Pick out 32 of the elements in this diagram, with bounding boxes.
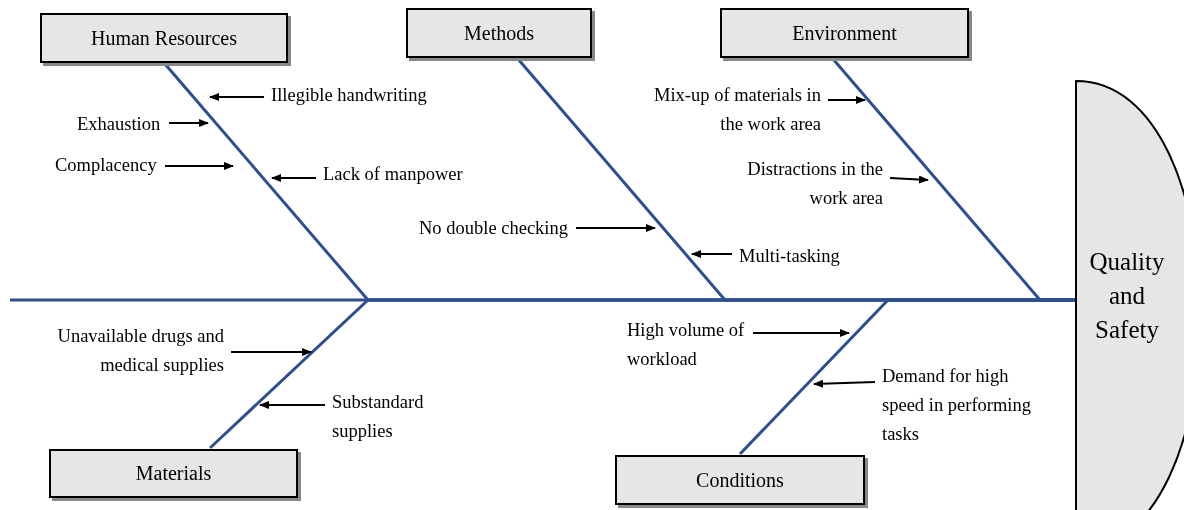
effect-label: Quality and Safety bbox=[1088, 247, 1166, 345]
arrow bbox=[271, 174, 317, 182]
fish-head bbox=[1075, 80, 1184, 510]
arrow bbox=[168, 119, 209, 127]
cause-label: Complacency bbox=[55, 151, 158, 180]
arrow bbox=[575, 224, 656, 232]
arrow bbox=[889, 175, 929, 184]
category-box: Environment bbox=[720, 8, 969, 58]
cause-label: Distractions in the work area bbox=[746, 155, 883, 213]
arrow bbox=[164, 162, 234, 170]
cause-label: No double checking bbox=[419, 214, 569, 243]
cause-label: Unavailable drugs and medical supplies bbox=[56, 322, 224, 380]
fish-bone bbox=[738, 298, 1075, 456]
arrow bbox=[813, 379, 876, 388]
cause-label: Demand for high speed in performing tasks bbox=[882, 362, 1032, 449]
arrow bbox=[827, 96, 866, 104]
arrow bbox=[209, 93, 265, 101]
cause-label: Illegible handwriting bbox=[271, 81, 428, 110]
arrow bbox=[691, 250, 733, 258]
category-box: Conditions bbox=[615, 455, 865, 505]
arrow bbox=[230, 348, 312, 356]
category-box: Methods bbox=[406, 8, 592, 58]
cause-label: High volume of workload bbox=[627, 316, 746, 374]
cause-label: Exhaustion bbox=[77, 110, 162, 139]
cause-label: Mix-up of materials in the work area bbox=[653, 81, 821, 139]
cause-label: Substandard supplies bbox=[332, 388, 425, 446]
category-box: Human Resources bbox=[40, 13, 288, 63]
arrow bbox=[752, 329, 850, 337]
cause-label: Lack of manpower bbox=[323, 160, 464, 189]
cause-label: Multi-tasking bbox=[739, 242, 841, 271]
arrow bbox=[259, 401, 326, 409]
category-box: Materials bbox=[49, 449, 298, 498]
